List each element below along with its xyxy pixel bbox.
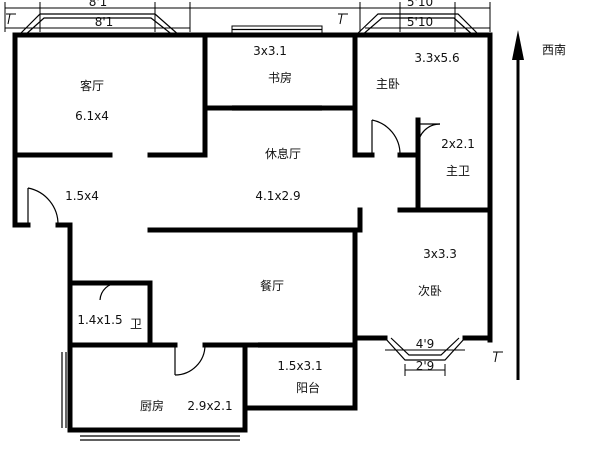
top-left-dimension: 8'1	[95, 15, 114, 29]
balcony-name: 阳台	[296, 380, 320, 395]
kitchen-size: 2.9x2.1	[187, 399, 232, 413]
north-arrow-icon	[512, 30, 524, 380]
master-bath-size: 2x2.1	[441, 137, 475, 151]
sliding-doors	[232, 105, 330, 348]
balcony-size: 1.5x3.1	[277, 359, 322, 373]
top-right-partial-dimension: 5'10	[407, 0, 433, 9]
bathroom-name: 卫	[130, 317, 142, 331]
bottom-right-outer-dimension: 4'9	[416, 337, 435, 351]
second-bedroom-bay-window	[384, 337, 466, 361]
top-left-partial-dimension: 8'1	[89, 0, 108, 9]
study-name: 书房	[268, 70, 292, 85]
living-room-size: 6.1x4	[75, 109, 109, 123]
kitchen-bottom-window	[80, 435, 240, 441]
study-size: 3x3.1	[253, 44, 287, 58]
master-bath-name: 主卫	[446, 164, 470, 178]
master-bedroom-name: 主卧	[376, 77, 400, 91]
living-room-name: 客厅	[80, 78, 104, 93]
master-bedroom-size: 3.3x5.6	[414, 51, 459, 65]
study-window	[231, 25, 323, 34]
lounge-size: 4.1x2.9	[255, 189, 300, 203]
bottom-right-inner-dimension: 2'9	[416, 359, 435, 373]
bathroom-size: 1.4x1.5	[77, 313, 122, 327]
master-bedroom-bay-window	[354, 13, 481, 37]
top-dimension-lines	[4, 2, 491, 32]
lounge-name: 休息厅	[265, 146, 301, 161]
interior-walls	[12, 32, 493, 348]
kitchen-name: 厨房	[140, 398, 164, 413]
living-room-bay-window	[17, 13, 181, 37]
swing-doors	[27, 119, 441, 376]
kitchen-window	[61, 352, 67, 428]
entry-size: 1.5x4	[65, 189, 99, 203]
second-bedroom-size: 3x3.3	[423, 247, 457, 261]
exterior-walls	[12, 32, 493, 433]
top-right-dimension: 5'10	[407, 15, 433, 29]
second-bedroom-name: 次卧	[418, 284, 442, 298]
bottom-dimension-lines	[385, 349, 503, 376]
dining-room-name: 餐厅	[260, 278, 284, 293]
orientation-label: 西南	[542, 42, 566, 57]
